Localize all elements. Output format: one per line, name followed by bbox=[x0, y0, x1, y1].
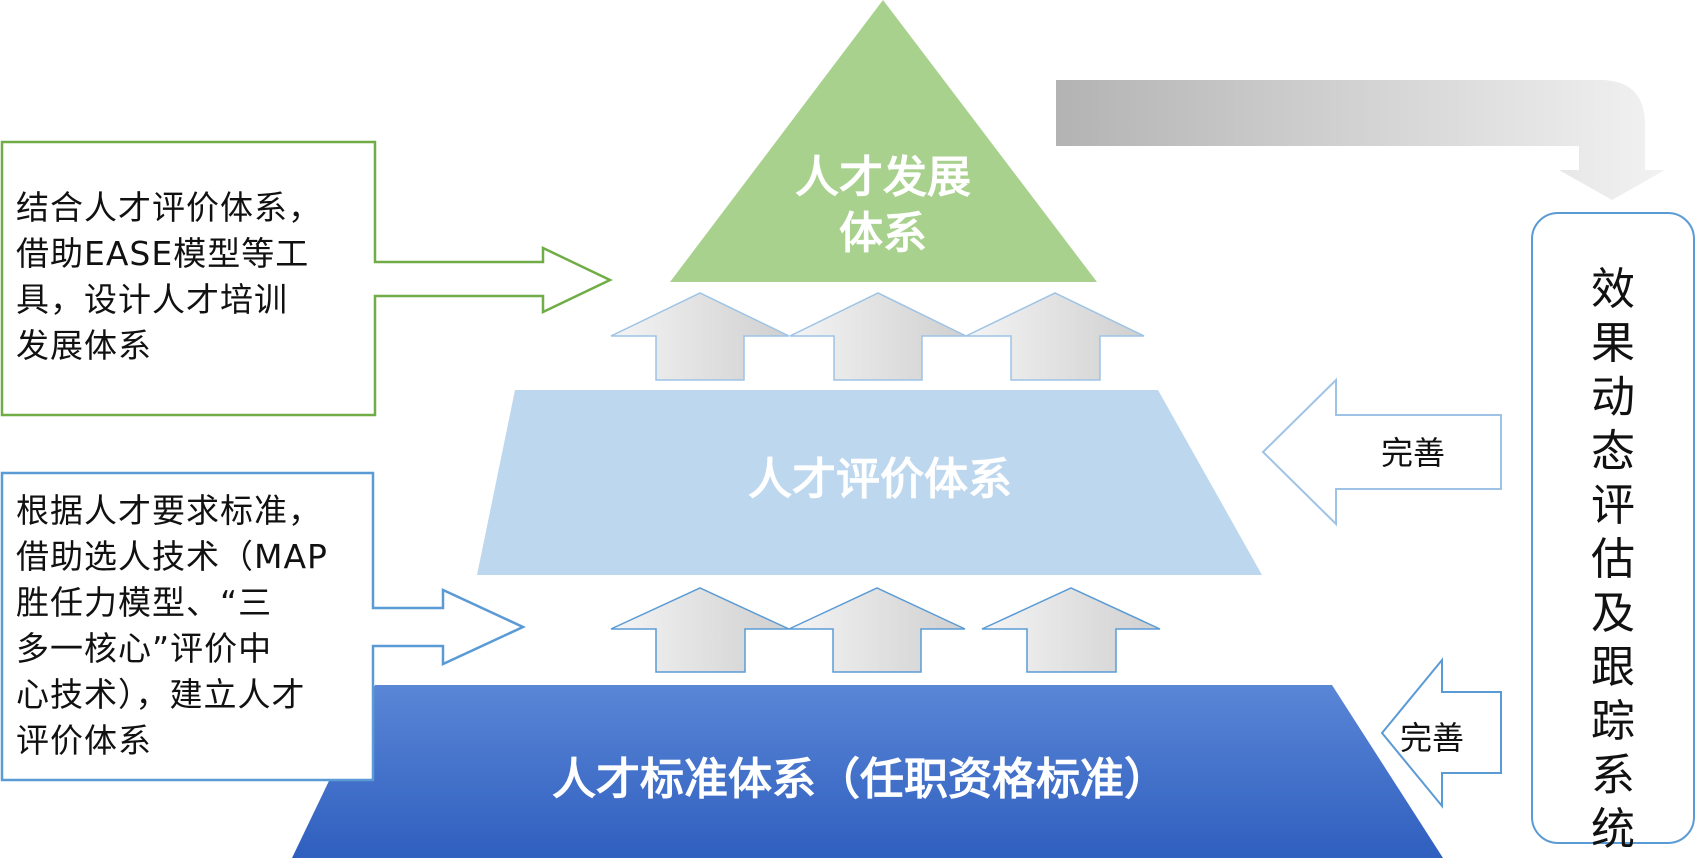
feedback-label-lower: 完善 bbox=[1400, 719, 1465, 757]
tracking-system-label: 效 果 动 态 评 估 及 跟 踪 系 统 bbox=[1591, 264, 1635, 855]
bottom-tier-trapezoid bbox=[292, 685, 1443, 858]
lower-callout-box bbox=[0, 471, 526, 782]
feedback-band-arrow bbox=[1056, 80, 1665, 200]
up-arrow-icon bbox=[788, 587, 966, 673]
upper-callout-text: 结合人才评价体系， 借助EASE模型等工 具，设计人才培训 发展体系 bbox=[16, 188, 322, 365]
up-arrow-icon bbox=[789, 292, 967, 381]
feedback-arrow-lower bbox=[1380, 657, 1502, 809]
up-arrow-icon bbox=[965, 292, 1145, 381]
feedback-arrow-upper bbox=[1261, 377, 1502, 527]
tracking-system-box bbox=[1531, 212, 1695, 844]
up-arrow-icon bbox=[610, 587, 790, 673]
middle-tier-trapezoid bbox=[477, 390, 1262, 575]
top-tier-label: 人才发展 体系 bbox=[795, 152, 971, 259]
top-tier-triangle bbox=[670, 0, 1097, 282]
up-arrow-icon bbox=[610, 292, 790, 381]
up-arrows-upper bbox=[610, 292, 1145, 381]
upper-callout-box bbox=[0, 140, 613, 417]
lower-callout-text: 根据人才要求标准， 借助选人技术（MAP 胜任力模型、“三 多一核心”评价中 心… bbox=[16, 491, 328, 760]
middle-tier-label: 人才评价体系 bbox=[748, 454, 1012, 505]
bottom-tier-label: 人才标准体系（任职资格标准） bbox=[552, 754, 1168, 805]
feedback-label-upper: 完善 bbox=[1381, 434, 1446, 472]
up-arrows-lower bbox=[610, 587, 1161, 673]
up-arrow-icon bbox=[981, 587, 1161, 673]
